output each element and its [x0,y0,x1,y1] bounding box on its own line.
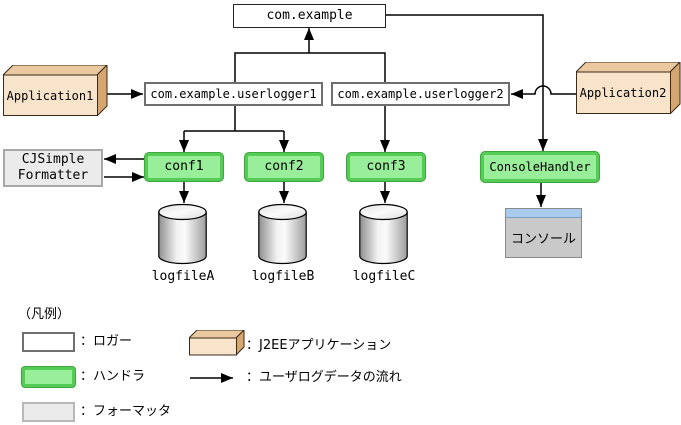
console-window: コンソール [505,208,582,258]
application2-3d-box-icon [576,62,681,114]
legend-logger-label: ：ロガー [80,334,133,349]
console-window-titlebar [506,209,581,218]
legend-handler-label: ：ハンドラ [80,369,146,384]
node-label: com.example.userlogger2 [337,86,504,101]
node-conf2: conf2 [245,153,323,181]
box-top-face [189,330,245,339]
bracket-userlogger1-to-confs [184,106,284,132]
box-front-face [189,337,237,356]
bracket-userloggers-parent [234,52,386,82]
node-console-handler: ConsoleHandler [481,152,599,182]
node-label: conf2 [264,159,304,175]
legend-formatter-swatch [22,402,75,422]
node-label: Application2 [579,86,667,100]
logfileB-label: logfileB [251,269,315,284]
node-userlogger2: com.example.userlogger2 [331,82,510,106]
node-label: com.example.userlogger1 [150,86,317,101]
node-label: Application1 [6,88,94,103]
legend-title: （凡例） [18,307,71,322]
legend-j2ee-label: ：J2EEアプリケーション [246,338,392,353]
box-front-face [3,74,98,116]
box-front-face [576,71,671,114]
node-label: conf1 [164,159,204,175]
logfileC-database-cylinder-icon [359,203,408,265]
node-application2: Application2 [576,72,670,114]
box-top-face [576,62,681,73]
legend-j2ee-3d-box-icon [189,330,245,356]
logfileA-label: logfileA [151,269,215,284]
console-label: コンソール [510,231,576,247]
logfileC-label: logfileC [352,269,416,284]
legend-flow-label: ：ユーザログデータの流れ [246,370,402,385]
box-top-face [3,65,108,76]
node-label: ConsoleHandler [489,159,591,174]
node-conf1: conf1 [145,153,223,181]
arrow-app2-to-userlogger2 [511,85,576,99]
legend-logger-swatch [22,332,75,352]
logfileB-database-cylinder-icon [258,203,307,265]
application1-3d-box-icon [3,65,108,116]
node-label: com.example [266,8,353,24]
legend-formatter-label: ：フォーマッタ [80,404,172,419]
node-cjsimple-formatter: CJSimple Formatter [3,149,103,187]
node-com-example: com.example [233,4,386,28]
node-userlogger1: com.example.userlogger1 [144,82,323,106]
logfileA-database-cylinder-icon [158,203,207,265]
node-label: conf3 [366,159,406,175]
legend-handler-swatch [22,367,75,387]
node-conf3: conf3 [347,153,425,181]
node-label-line2: Formatter [17,168,89,183]
box-side-face [669,62,681,114]
node-label-line1: CJSimple [21,152,85,168]
node-application1: Application1 [3,75,97,116]
